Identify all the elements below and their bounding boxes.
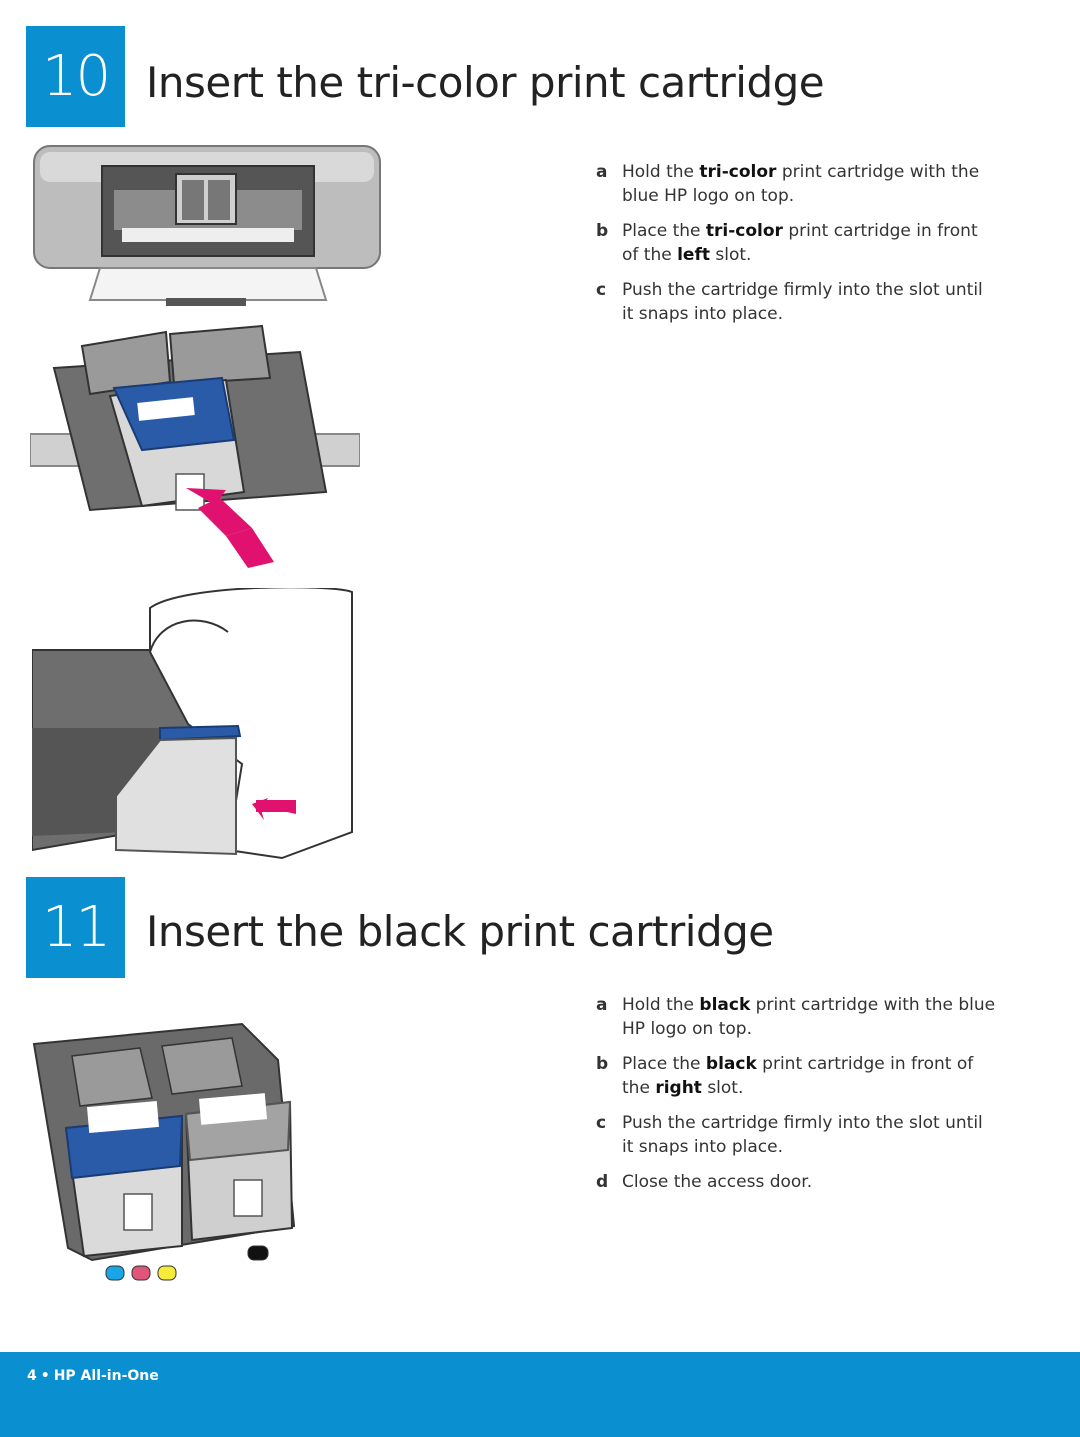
step-11-number-box: 11 [26,877,125,978]
step-letter: c [596,1113,607,1133]
instruction-text: slot. [709,245,752,265]
step-letter: a [596,995,608,1015]
instruction-text: print cartridge in front of the [622,1054,974,1098]
printer-open-illustration [33,145,381,306]
instruction-emphasis: black [705,1054,757,1074]
instruction-text: Hold the [622,162,700,182]
instruction-text: Push the cartridge firmly into the slot … [622,280,983,324]
page-number: 4 [27,1368,37,1384]
instruction-text: Place the [622,221,706,241]
step-10-instructions: a Hold the tri-color print cartridge wit… [596,160,996,337]
instruction-emphasis: right [655,1078,702,1098]
step-11-instructions: a Hold the black print cartridge with th… [596,993,996,1205]
product-name: HP All-in-One [53,1368,159,1384]
step-letter: a [596,162,608,182]
instruction-text: print cartridge in front of the [622,221,978,265]
instruction-text: Push the cartridge firmly into the slot … [622,1113,983,1157]
instruction-text: print cartridge with the blue HP logo on… [622,162,980,206]
step-11-instruction-a: a Hold the black print cartridge with th… [596,993,996,1041]
both-cartridges-installed-illustration [32,1022,296,1281]
instruction-emphasis: tri-color [699,162,777,182]
instruction-emphasis: black [699,995,751,1015]
step-10-instruction-a: a Hold the tri-color print cartridge wit… [596,160,996,208]
step-10-number-box: 10 [26,26,125,127]
step-letter: d [596,1172,609,1192]
footer-label: 4•HP All-in-One [27,1368,159,1384]
instruction-text: slot. [701,1078,744,1098]
instruction-text: Place the [622,1054,706,1074]
instruction-text: print cartridge with the blue HP logo on… [622,995,996,1039]
instruction-text: Hold the [622,995,700,1015]
step-10-instruction-b: b Place the tri-color print cartridge in… [596,219,996,267]
step-10-instruction-c: c Push the cartridge firmly into the slo… [596,278,996,326]
step-11-instruction-b: b Place the black print cartridge in fro… [596,1052,996,1100]
hand-pushing-cartridge-illustration [32,588,353,860]
step-letter: c [596,280,607,300]
footer-bullet: • [40,1368,50,1384]
instruction-text: Close the access door. [622,1172,813,1192]
step-letter: b [596,221,609,241]
step-letter: b [596,1054,609,1074]
step-11-instruction-d: d Close the access door. [596,1170,996,1194]
step-11-title: Insert the black print cartridge [146,907,774,956]
footer-bar: 4•HP All-in-One [0,1352,1080,1437]
tricolor-cartridge-insert-illustration [30,324,360,568]
step-11-instruction-c: c Push the cartridge firmly into the slo… [596,1111,996,1159]
instruction-emphasis: left [677,245,710,265]
instruction-emphasis: tri-color [705,221,783,241]
step-10-title: Insert the tri-color print cartridge [146,58,825,107]
